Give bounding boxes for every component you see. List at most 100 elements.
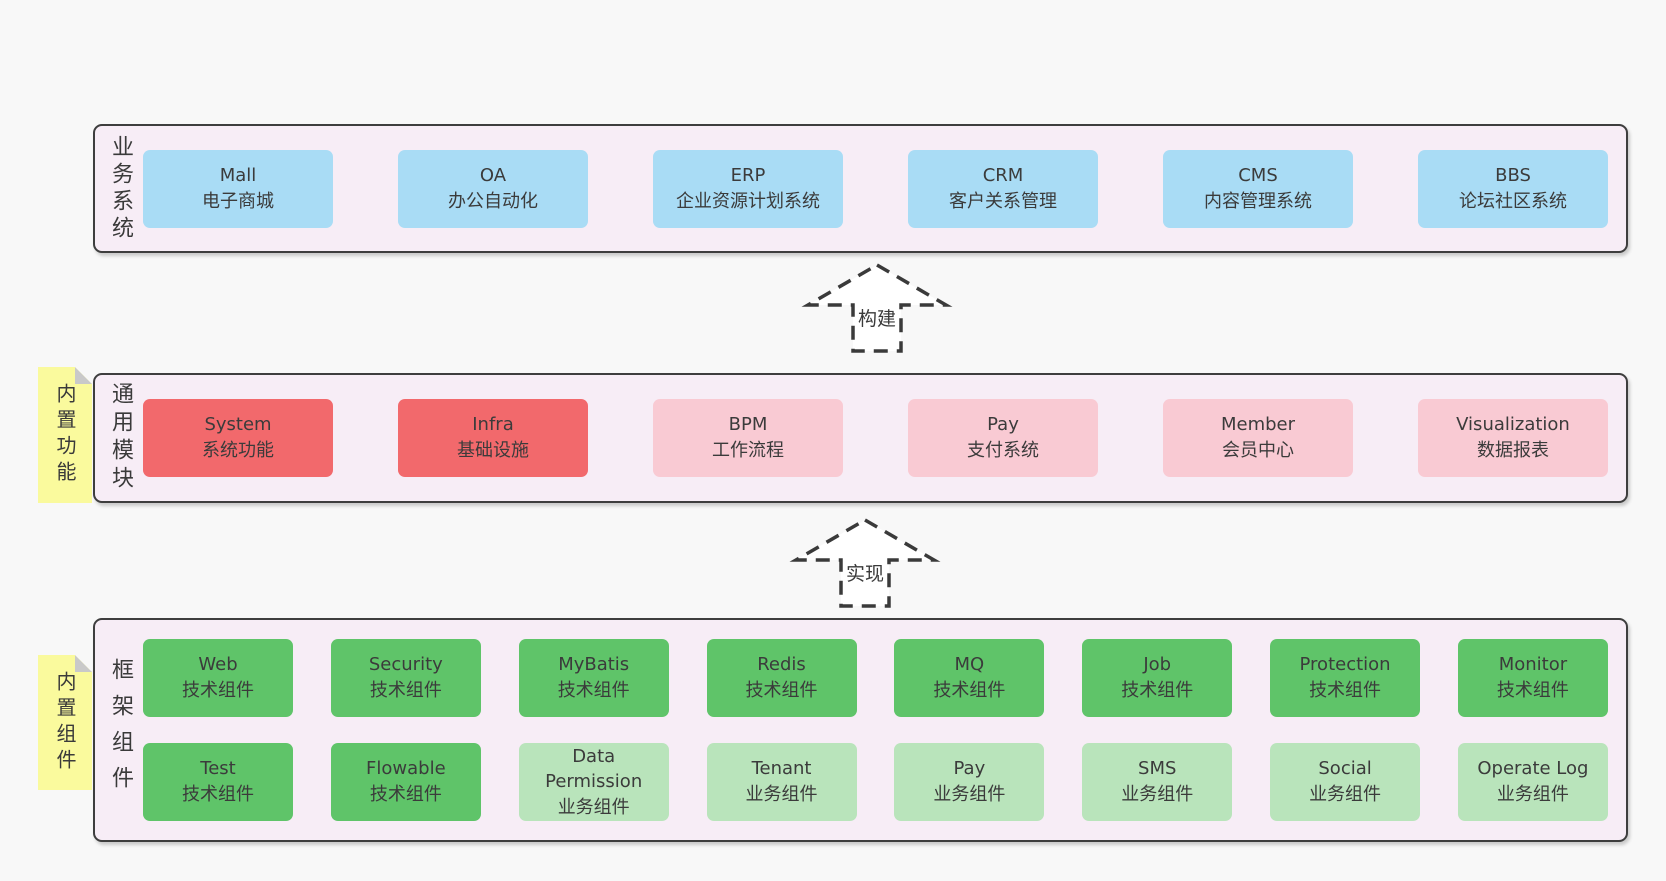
sticky-note-label: 内置功能 (53, 383, 77, 487)
box-subtitle: 业务组件 (1309, 784, 1382, 805)
box-title: BBS (1495, 164, 1531, 186)
box-subtitle: 论坛社区系统 (1459, 190, 1567, 212)
box-title: Tenant (751, 758, 812, 780)
box-subtitle: 技术组件 (1309, 680, 1382, 701)
box-subtitle: 技术组件 (369, 680, 442, 701)
box-subtitle: 业务组件 (1496, 784, 1569, 805)
up-arrow-build: 构建 (801, 258, 953, 355)
box-title: CRM (982, 164, 1024, 186)
box-title: Pay (987, 414, 1019, 436)
folded-corner-icon (75, 655, 92, 672)
box-title: Test (200, 758, 236, 780)
box-title: Monitor (1498, 654, 1568, 676)
box-bbs: BBS 论坛社区系统 (1418, 149, 1608, 228)
box-subtitle: 技术组件 (182, 784, 254, 805)
box-subtitle: 技术组件 (182, 680, 254, 701)
box-sms: SMS 业务组件 (1082, 743, 1233, 821)
box-subtitle: 支付系统 (967, 440, 1039, 461)
box-subtitle: 业务组件 (557, 796, 630, 818)
sticky-note-built-in-features: 内置功能 (38, 367, 92, 503)
box-title: System (204, 414, 272, 436)
folded-corner-icon (75, 367, 92, 384)
box-member: Member 会员中心 (1163, 399, 1353, 477)
box-title: Infra (472, 414, 514, 436)
box-title: Member (1220, 414, 1296, 436)
box-subtitle: 技术组件 (369, 784, 442, 805)
box-title: Pay (953, 758, 986, 780)
box-title: Web (198, 654, 238, 676)
box-cms: CMS 内容管理系统 (1163, 149, 1353, 228)
layer-label: 业务系统 (108, 134, 133, 243)
box-subtitle: 技术组件 (1121, 680, 1194, 701)
box-subtitle: 客户关系管理 (949, 190, 1057, 212)
box-subtitle: 业务组件 (1121, 784, 1194, 805)
box-title: Flowable (366, 758, 446, 780)
box-mq: MQ 技术组件 (894, 639, 1045, 717)
layer-label: 框架组件 (108, 658, 133, 802)
box-title: SMS (1138, 758, 1177, 780)
box-security: Security 技术组件 (330, 639, 481, 717)
box-title: ERP (730, 164, 766, 186)
up-arrow-icon (789, 517, 941, 608)
box-social: Social 业务组件 (1270, 743, 1421, 821)
box-subtitle: 内容管理系统 (1204, 190, 1312, 212)
box-system: System 系统功能 (143, 399, 333, 477)
box-subtitle: 技术组件 (933, 680, 1006, 701)
box-title: Security (368, 654, 443, 676)
box-subtitle: 业务组件 (745, 784, 818, 805)
up-arrow-implement: 实现 (789, 513, 941, 610)
box-title: Social (1318, 758, 1372, 780)
box-title: BPM (728, 414, 768, 436)
box-title: Redis (757, 654, 806, 676)
box-title: CMS (1238, 164, 1278, 186)
box-title: OA (479, 164, 507, 186)
box-crm: CRM 客户关系管理 (908, 149, 1098, 228)
box-grid: System 系统功能 Infra 基础设施 BPM 工作流程 Pay 支付系统 Member 会… (143, 399, 1608, 477)
box-flowable: Flowable 技术组件 (330, 743, 481, 821)
layer-common-modules: 通用模块 System 系统功能 Infra 基础设施 BPM 工作流程 Pay 支付系统 Me… (93, 373, 1628, 503)
box-web: Web 技术组件 (143, 639, 293, 717)
sticky-note-label: 内置组件 (53, 670, 77, 775)
box-tenant: Tenant 业务组件 (706, 743, 857, 821)
box-subtitle: 数据报表 (1477, 440, 1549, 461)
box-subtitle: 基础设施 (457, 440, 529, 461)
box-title: Data Permission (545, 745, 643, 793)
box-title: Protection (1299, 654, 1391, 676)
box-visualization: Visualization 数据报表 (1418, 399, 1608, 477)
layer-label: 通用模块 (108, 382, 133, 494)
box-subtitle: 会员中心 (1222, 440, 1294, 461)
layer-inner: 通用模块 System 系统功能 Infra 基础设施 BPM 工作流程 Pay 支付系统 Me… (95, 375, 1626, 501)
box-infra: Infra 基础设施 (398, 399, 588, 477)
box-title: MyBatis (558, 654, 630, 676)
box-subtitle: 技术组件 (1496, 680, 1569, 701)
box-title: MQ (954, 654, 985, 676)
box-erp: ERP 企业资源计划系统 (653, 149, 843, 228)
up-arrow-icon (801, 262, 953, 353)
box-subtitle: 企业资源计划系统 (676, 190, 820, 212)
box-subtitle: 技术组件 (745, 680, 818, 701)
box-data-permission: Data Permission 业务组件 (518, 743, 669, 821)
box-subtitle: 系统功能 (202, 440, 274, 461)
box-title: Mall (219, 164, 257, 186)
box-bpm: BPM 工作流程 (653, 399, 843, 477)
box-title: Visualization (1456, 414, 1570, 436)
box-monitor: Monitor 技术组件 (1457, 639, 1608, 717)
box-subtitle: 工作流程 (712, 440, 784, 461)
box-row: System 系统功能 Infra 基础设施 BPM 工作流程 Pay 支付系统 Member 会… (143, 399, 1608, 477)
box-protection: Protection 技术组件 (1270, 639, 1421, 717)
